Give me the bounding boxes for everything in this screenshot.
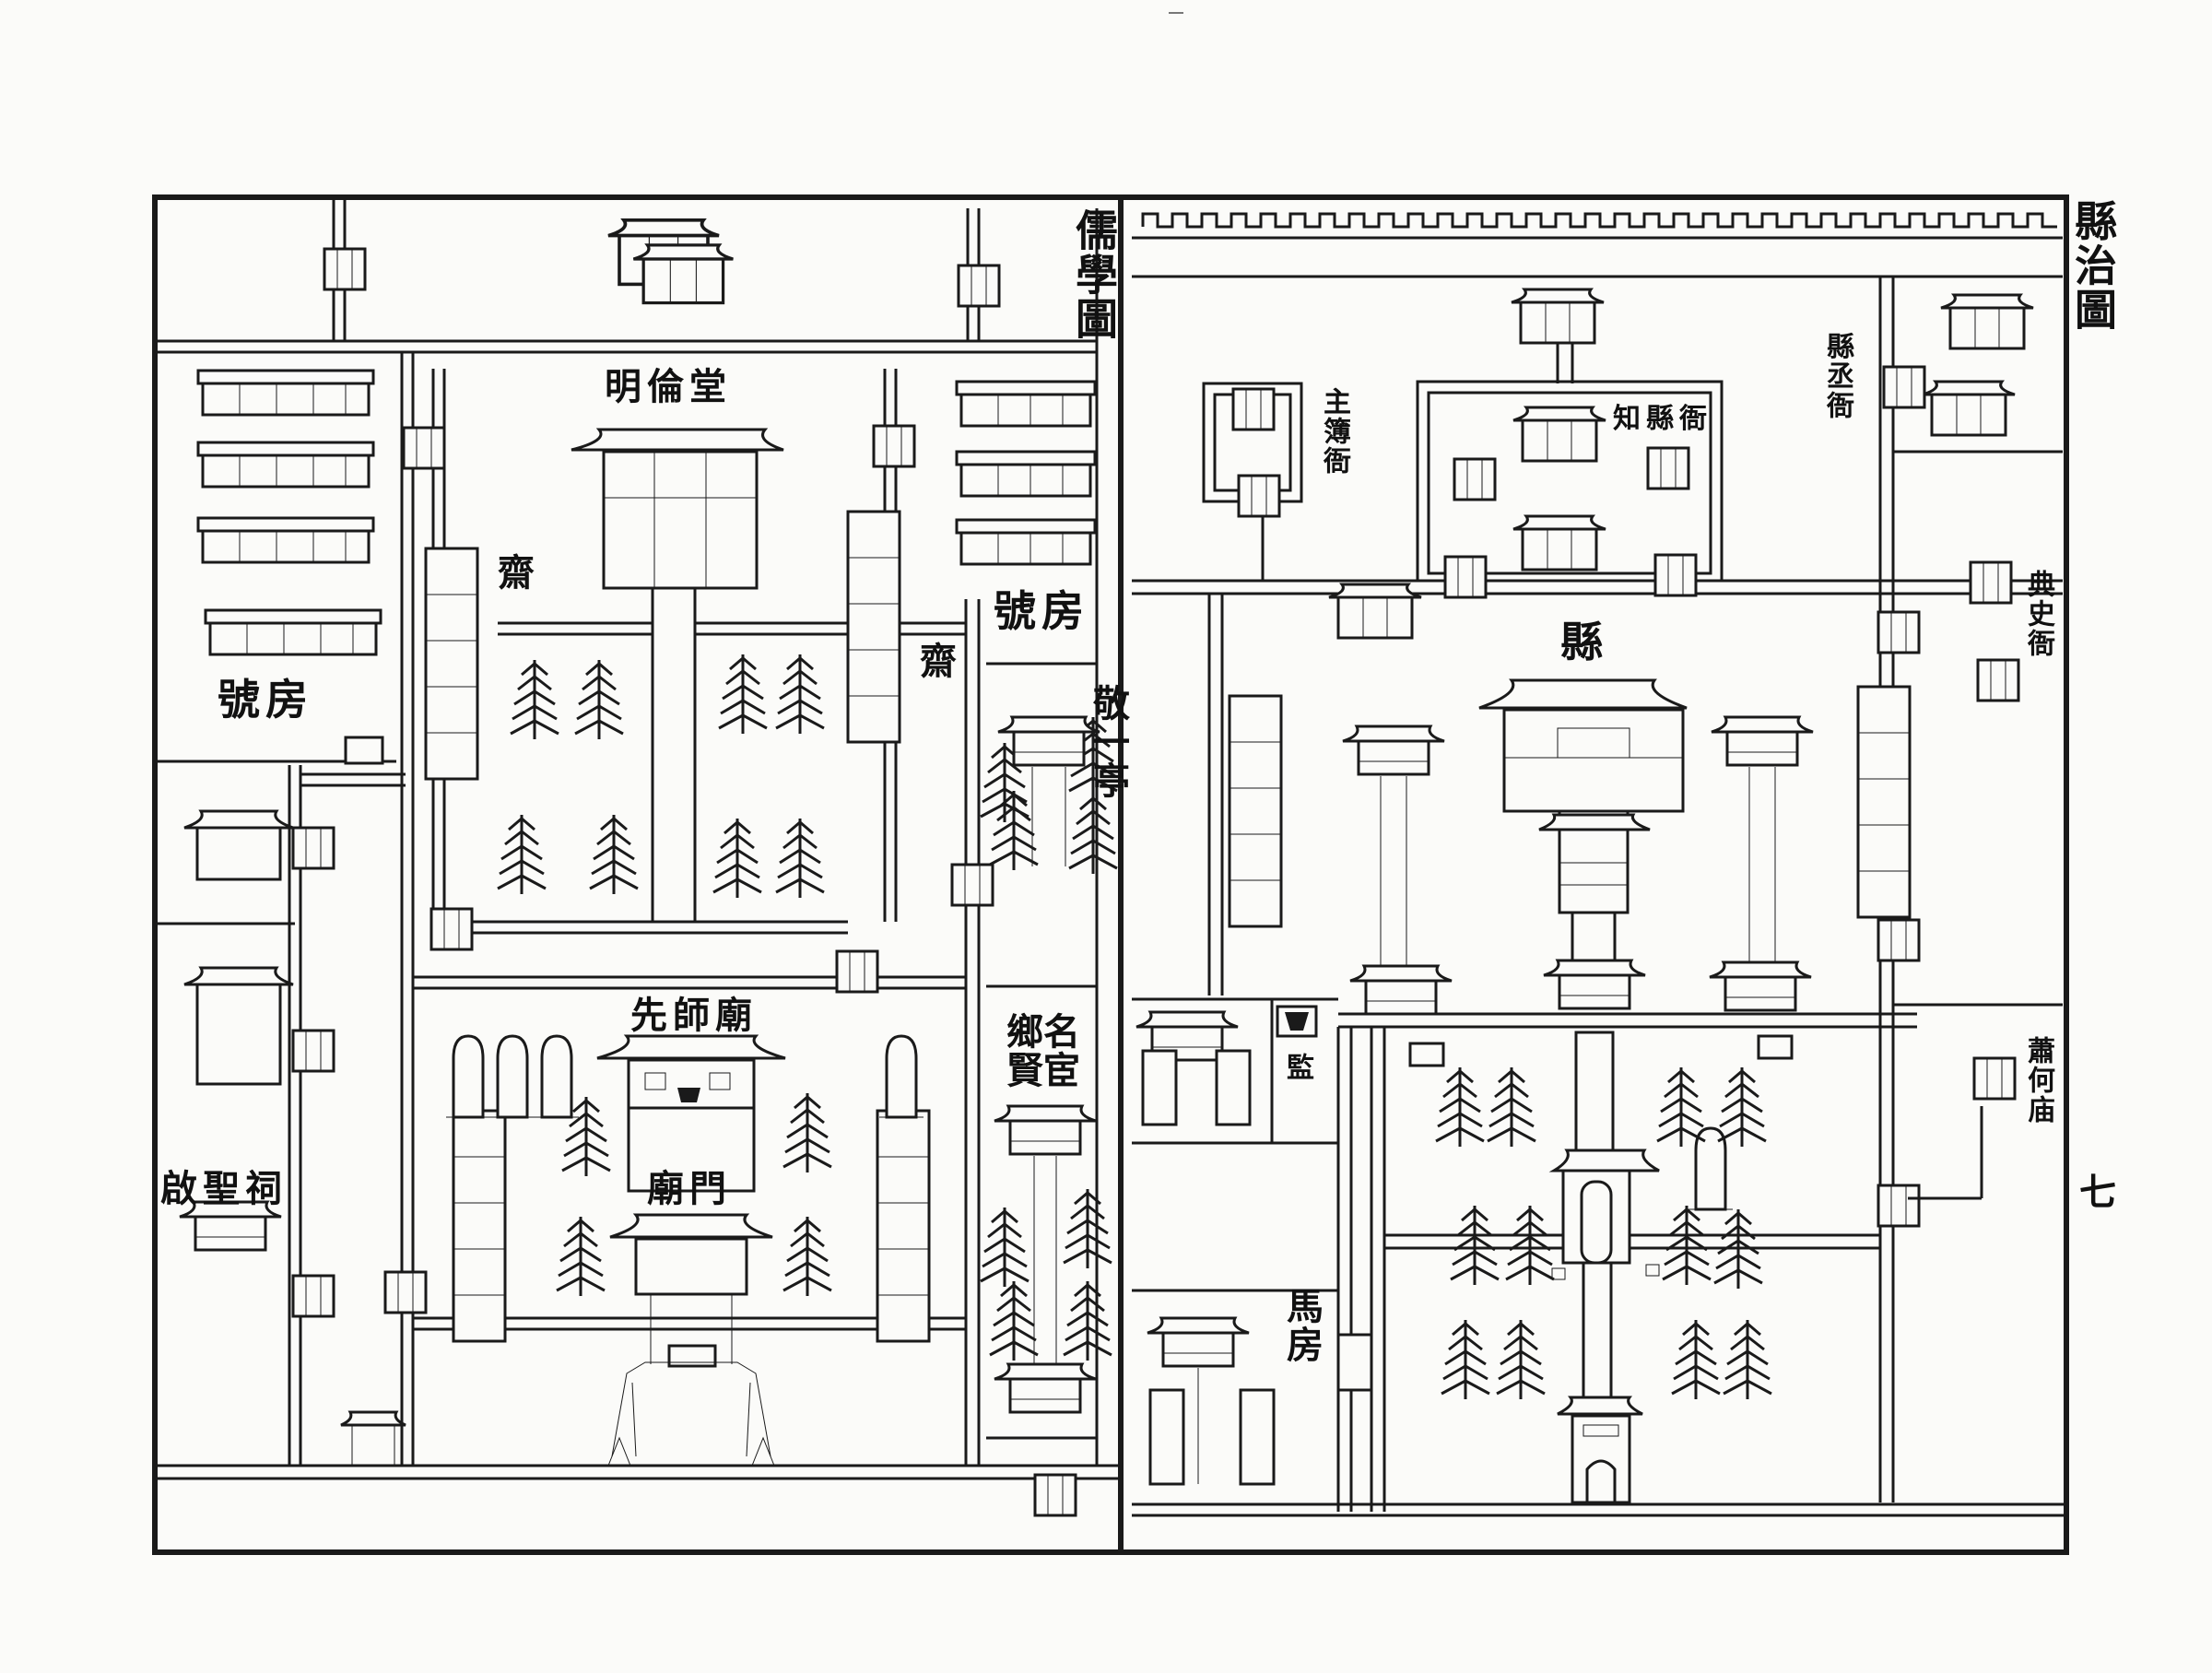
hao-fang-left-houses: [196, 369, 382, 656]
temple-gate: [609, 1213, 773, 1296]
label-jingyi-ting: 敬一亭: [1087, 684, 1130, 800]
side-halls: [1341, 715, 1815, 1067]
ma-fang-stable: [1146, 1316, 1373, 1486]
label-qisheng-ci: 啟聖祠: [160, 1167, 288, 1210]
qisheng-shrine: [178, 809, 294, 1252]
county-yamen-title: 縣治圖: [2068, 199, 2118, 332]
crenellated-wall: [1141, 212, 2057, 229]
label-zhai-left: 齋: [491, 553, 535, 592]
outer-frame: [152, 194, 2069, 1555]
jingyi-pavilion: [996, 715, 1101, 866]
label-minglun-tang: 明倫堂: [605, 365, 732, 408]
lingxing-gate: [607, 1294, 775, 1467]
label-dianshi-ya: 典史衙: [2022, 570, 2054, 658]
label-haofang-right: 號房: [994, 586, 1089, 636]
label-miao-men: 廟門: [647, 1167, 732, 1210]
minghuan-xiangxian-shrine: [993, 1104, 1098, 1414]
hao-fang-right-houses: [955, 380, 1097, 566]
label-zhai-right: 齋: [913, 642, 957, 680]
label-xiaohe-miao: 蕭何庙: [2022, 1036, 2054, 1125]
label-zhixian-ya: 知縣衙: [1613, 403, 1712, 435]
yimen-gate: [1548, 1149, 1660, 1504]
xianshi-temple: [596, 1034, 786, 1193]
label-haofang-left: 號房: [218, 675, 313, 725]
label-xiancheng-ya: 縣丞衙: [1821, 332, 1853, 420]
county-yamen-map: [1132, 212, 2065, 1517]
county-main-hall: [1478, 678, 1688, 813]
label-xianshi-miao: 先師廟: [630, 994, 758, 1037]
label-zhubu-ya: 主簿衙: [1318, 387, 1350, 476]
label-minghuan-xiangxian: 名宦鄉賢: [1000, 1012, 1080, 1090]
label-xian: 縣: [1554, 619, 1604, 664]
label-jian: 監: [1281, 1053, 1313, 1082]
page-number: 七: [2073, 1172, 2116, 1211]
minglun-hall: [571, 428, 784, 590]
confucian-school-map: [155, 197, 1121, 1517]
confucian-school-title: 儒學圖: [1069, 208, 1119, 341]
central-axis: [1538, 809, 1651, 1163]
label-ma-fang: 馬房: [1280, 1287, 1324, 1364]
jian-prison: [1135, 1005, 1318, 1126]
